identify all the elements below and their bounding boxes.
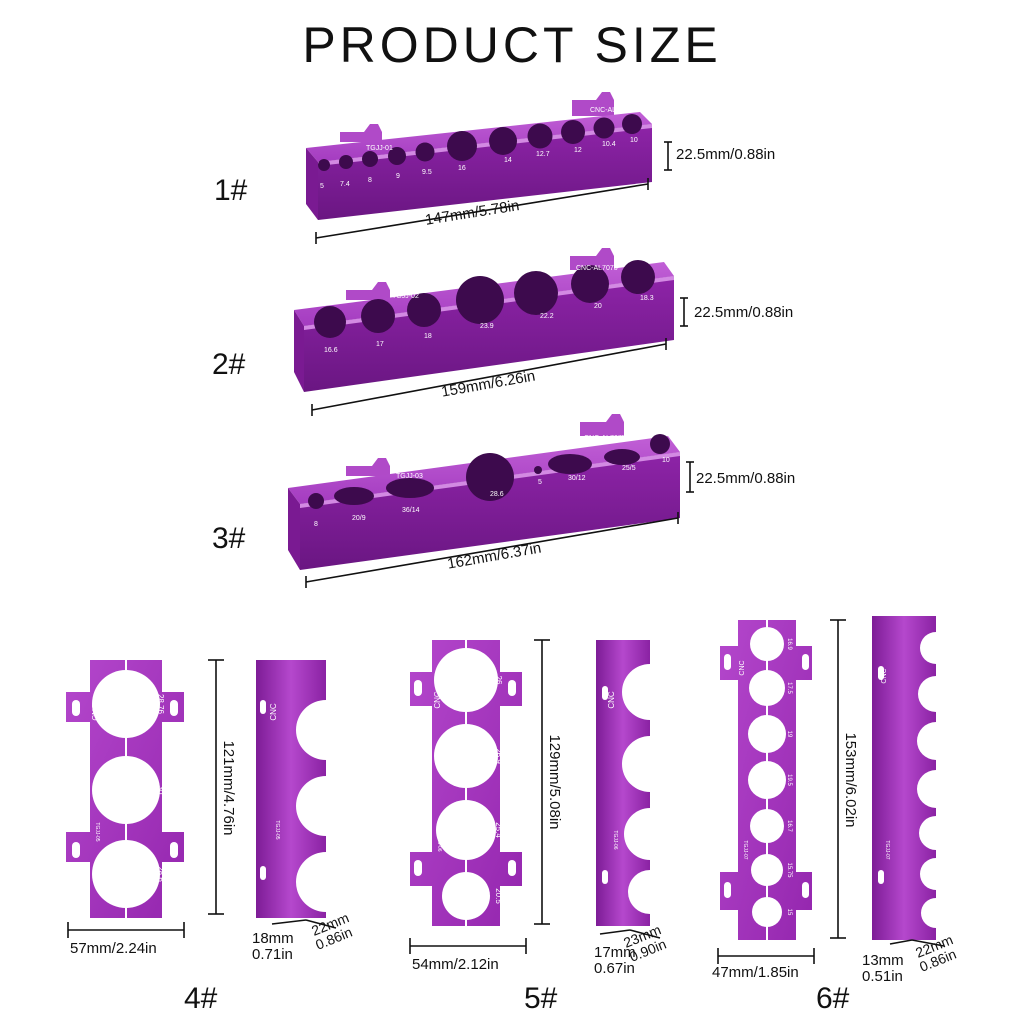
p2-hole-label: 17 (376, 341, 384, 348)
p1-brand-mark: CNC-AL7075 (590, 107, 632, 114)
p4-depth-a-in: 0.71in (252, 946, 293, 963)
product-4-label: 4# (184, 982, 218, 1015)
p4-length-dimension: 121mm/4.76in (220, 740, 237, 835)
product-4-flat-plate (66, 660, 184, 918)
p6-hole-label: 16.9 (786, 638, 792, 650)
p2-brand-mark: CNC-AL7075 (576, 265, 618, 272)
product-4-plate-labels: 28.76 30 28.6 CNC TGJJ-05 CNC TGJJ-05 (91, 694, 280, 882)
product-3-label: 3# (212, 522, 246, 555)
p6-depth-a-mm: 13mm (862, 952, 904, 969)
p4-hole-label: 30 (156, 786, 165, 795)
p5-width-dimension: 54mm/2.12in (412, 956, 499, 973)
page-title: PRODUCT SIZE (302, 17, 722, 73)
p6-hole-label: 15.75 (786, 862, 792, 878)
p1-hole-label: 9.5 (422, 169, 432, 176)
product-5-flat-plate (410, 640, 522, 926)
p3-hole-label: 28.6 (490, 491, 504, 498)
product-5-plate-labels: 26 26.9 25.4 20.5 CNC TGJJ-06 CNC TGJJ-0… (433, 676, 618, 905)
p3-hole-label: 8 (314, 521, 318, 528)
p5-length-dimension: 129mm/5.08in (546, 734, 563, 829)
p3-hole-label: 5 (538, 479, 542, 486)
p1-hole-label: 7.4 (340, 181, 350, 188)
p2-hole-label: 20 (594, 303, 602, 310)
p1-hole-label: 12 (574, 147, 582, 154)
p1-hole-label: 8 (368, 177, 372, 184)
product-1-label: 1# (214, 174, 248, 207)
p1-hole-label: 16 (458, 165, 466, 172)
p3-height-dimension: 22.5mm/0.88in (696, 470, 796, 487)
product-6-plate-labels: 16.9 17.5 19 19.5 16.7 15.75 15 CNC TGJJ… (739, 638, 890, 916)
p6-hole-label: 17.5 (786, 682, 792, 694)
p3-hole-label: 30/12 (568, 475, 586, 482)
p2-height-dimension: 22.5mm/0.88in (694, 304, 794, 321)
p4-side-model-code: TGJJ-05 (274, 820, 280, 839)
p6-brand-mark: CNC (739, 660, 746, 675)
p5-brand-mark: CNC (433, 691, 442, 709)
product-6-flat-plate (720, 620, 812, 940)
vertical-dimension-labels: 121mm/4.76in 129mm/5.08in 153mm/6.02in (220, 732, 859, 835)
p3-model-code: TGJJ-03 (396, 473, 423, 480)
product-3-hole-labels: 8 20/9 36/14 28.6 5 30/12 25/5 10 TGJJ-0… (314, 435, 670, 528)
p6-hole-label: 15 (786, 909, 792, 916)
p4-side-brand-mark: CNC (269, 703, 278, 721)
p5-side-brand-mark: CNC (607, 691, 616, 709)
p2-hole-label: 18.3 (640, 295, 654, 302)
p1-hole-label: 5 (320, 183, 324, 190)
p6-side-brand-mark: CNC (881, 668, 888, 683)
product-6-label: 6# (816, 982, 850, 1015)
p6-hole-label: 19 (786, 731, 792, 738)
p5-depth-a-in: 0.67in (594, 960, 635, 977)
p1-hole-label: 9 (396, 173, 400, 180)
product-5-label: 5# (524, 982, 558, 1015)
p4-width-dimension: 57mm/2.24in (70, 940, 157, 957)
p5-side-model-code: TGJJ-06 (612, 830, 618, 849)
p2-hole-label: 18 (424, 333, 432, 340)
product-2-hole-labels: 16.6 17 18 23.9 22.2 20 18.3 TGJJ-02 CNC… (324, 265, 654, 354)
p4-hole-label: 28.76 (156, 694, 165, 715)
p1-hole-label: 10 (630, 137, 638, 144)
product-5-side-block (596, 640, 650, 926)
product-3-bar (288, 414, 680, 570)
p6-width-dimension: 47mm/1.85in (712, 964, 799, 981)
p2-hole-label: 22.2 (540, 313, 554, 320)
p3-hole-label: 25/5 (622, 465, 636, 472)
p6-depth-a-in: 0.51in (862, 968, 903, 985)
p5-model-code: TGJJ-06 (436, 832, 442, 851)
p6-length-dimension: 153mm/6.02in (842, 732, 859, 827)
product-1-bar (306, 92, 652, 220)
p6-hole-label: 16.7 (786, 820, 792, 832)
p6-hole-label: 19.5 (786, 774, 792, 786)
product-4-side-block (256, 660, 326, 918)
p3-hole-label: 20/9 (352, 515, 366, 522)
p6-side-model-code: TGJJ-07 (884, 840, 890, 859)
p1-hole-label: 10.4 (602, 141, 616, 148)
product-6-side-block (872, 616, 936, 940)
p1-hole-label: 12.7 (536, 151, 550, 158)
p5-hole-label: 20.5 (494, 888, 503, 904)
p5-hole-label: 26 (494, 676, 503, 685)
dimension-lines (67, 141, 945, 964)
p4-hole-label: 28.6 (156, 866, 165, 882)
p1-model-code: TGJJ-01 (366, 145, 393, 152)
p3-brand-mark: CNC-AL7075 (584, 435, 626, 442)
p2-hole-label: 16.6 (324, 347, 338, 354)
p4-depth-a-mm: 18mm (252, 930, 294, 947)
p3-hole-label: 36/14 (402, 507, 420, 514)
p2-model-code: TGJJ-02 (392, 293, 419, 300)
p1-height-dimension: 22.5mm/0.88in (676, 146, 776, 163)
product-2-label: 2# (212, 348, 246, 381)
product-2-bar (294, 248, 674, 392)
p5-hole-label: 26.9 (494, 748, 503, 764)
product-1-hole-labels: 5 7.4 8 9 9.5 16 14 12.7 12 10.4 10 TGJJ… (320, 107, 638, 190)
p5-hole-label: 25.4 (494, 822, 503, 838)
p3-hole-label: 10 (662, 457, 670, 464)
p1-hole-label: 14 (504, 157, 512, 164)
p2-hole-label: 23.9 (480, 323, 494, 330)
p6-model-code: TGJJ-07 (742, 840, 748, 859)
p4-model-code: TGJJ-05 (94, 822, 100, 841)
p5-depth-a-mm: 17mm (594, 944, 636, 961)
p4-brand-mark: CNC (91, 703, 100, 721)
